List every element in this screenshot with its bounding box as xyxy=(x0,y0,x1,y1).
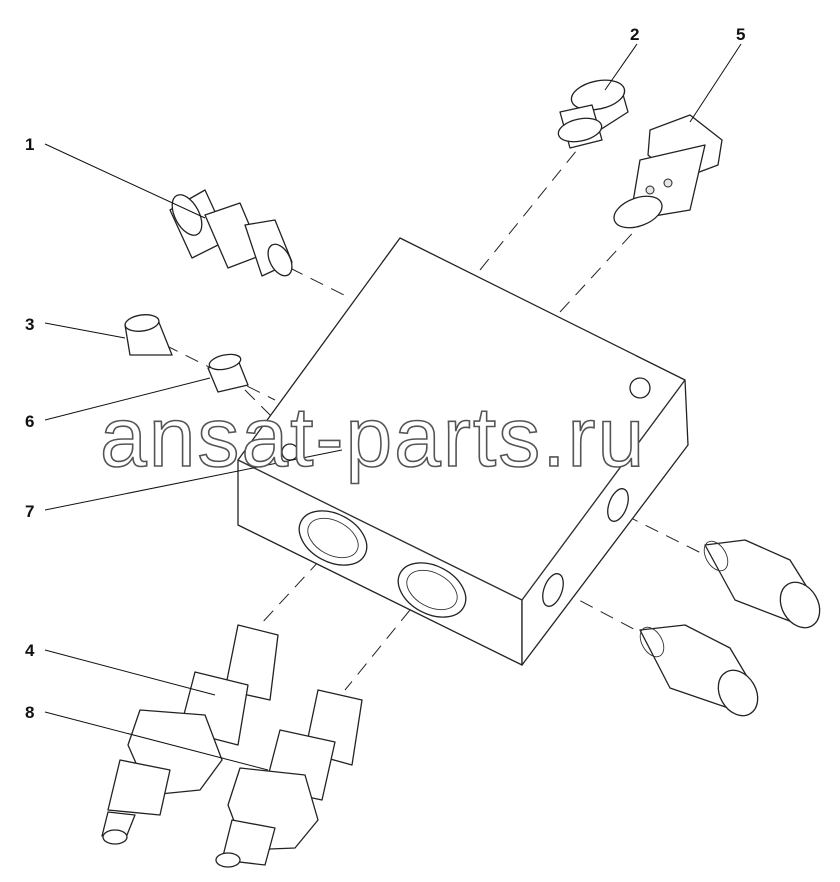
leader-lines xyxy=(44,43,742,771)
side-port-lower xyxy=(542,573,564,607)
callout-2: 2 xyxy=(630,25,639,44)
part-2-plug xyxy=(557,79,629,149)
front-port-right xyxy=(397,562,467,618)
callout-8: 8 xyxy=(25,703,34,722)
part-4-cartridge xyxy=(101,624,279,845)
valve-block xyxy=(237,237,689,666)
right-fitting-lower xyxy=(639,624,759,717)
part-5-cartridge xyxy=(613,114,723,229)
callout-5: 5 xyxy=(736,25,745,44)
part-3-cap xyxy=(124,314,173,356)
part-1-fitting xyxy=(169,189,293,277)
callout-4: 4 xyxy=(25,641,35,660)
part-6-sleeve xyxy=(207,353,249,393)
side-port-upper xyxy=(607,488,629,522)
callout-1: 1 xyxy=(25,135,34,154)
callout-3: 3 xyxy=(25,315,34,334)
assembly-axes xyxy=(164,139,706,691)
top-port-hole xyxy=(629,377,651,399)
right-fitting-upper xyxy=(703,539,821,629)
part-8-cartridge xyxy=(215,689,363,868)
watermark-text: ansat-parts.ru xyxy=(100,390,646,484)
callout-6: 6 xyxy=(25,412,34,431)
callout-7: 7 xyxy=(25,502,34,521)
front-port-left xyxy=(298,510,368,566)
